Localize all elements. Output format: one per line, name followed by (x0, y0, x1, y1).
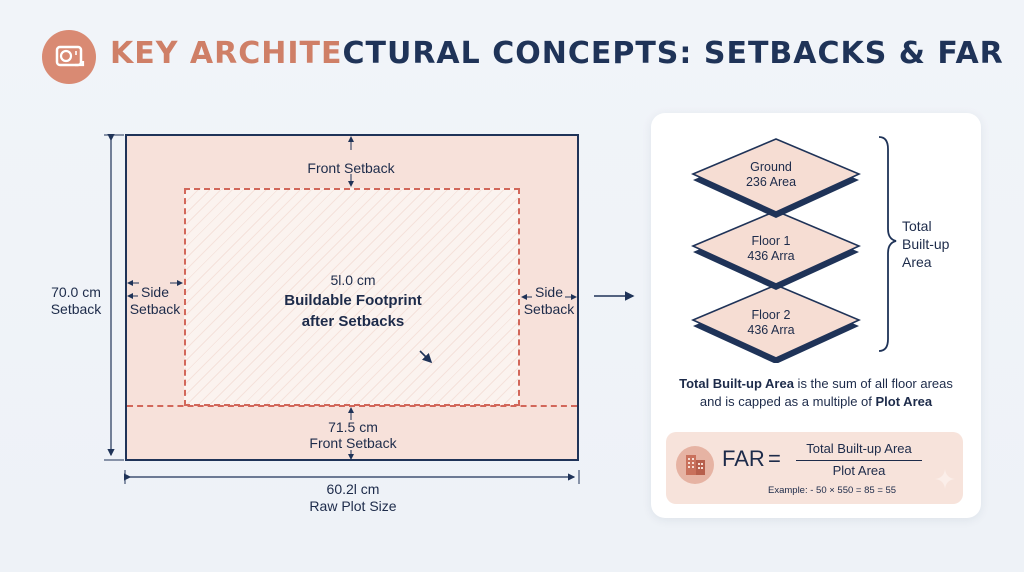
floor-1-area: 436 Arra (747, 249, 795, 263)
footprint-label-line2: after Setbacks (301, 313, 405, 330)
left-dimension-value: 70.0 cm (51, 284, 101, 300)
floor-1: Floor 1 436 Arra (747, 234, 794, 264)
floor-2-area: 436 Arra (747, 323, 795, 337)
footprint-label-line1: Buildable Footprint (284, 292, 422, 309)
plot-size-label: Raw Plot Size (309, 498, 397, 514)
side-setback-left-line1: Side (140, 284, 170, 300)
far-card: Ground 236 Area Floor 1 436 Arra Floor 2… (651, 113, 981, 518)
left-dimension-label: Setback (50, 301, 102, 317)
floor-2-name: Floor 2 (751, 308, 791, 322)
title-highlight: KEY ARCHITE (110, 36, 343, 71)
fraction-bar (796, 460, 922, 461)
measuring-tape-icon (42, 30, 96, 84)
floor-ground-name: Ground (750, 160, 792, 174)
desc-bold-1: Total Built-up Area (679, 376, 794, 391)
buildable-footprint (184, 188, 520, 406)
far-numerator: Total Built-up Area (806, 441, 912, 456)
side-setback-right-line1: Side (534, 284, 564, 300)
floor-ground-area: 236 Area (745, 175, 797, 189)
total-label-line1: Total (902, 218, 932, 234)
rear-value: 71.5 cm (328, 419, 378, 435)
far-formula-box: FAR = Total Built-up Area Plot Area Exam… (666, 432, 963, 504)
total-brace (878, 136, 897, 352)
side-setback-left-line2: Setback (129, 301, 181, 317)
far-label: FAR (722, 446, 765, 471)
rear-label: Front Setback (309, 435, 397, 451)
description: Total Built-up Area is the sum of all fl… (651, 375, 981, 411)
rear-setback-line (127, 405, 577, 407)
side-setback-right-line2: Setback (523, 301, 575, 317)
far-denominator: Plot Area (832, 463, 886, 478)
desc-text-2: and is capped as a multiple of (699, 394, 876, 409)
far-example: Example: - 50 × 550 = 85 = 55 (768, 485, 897, 496)
total-label-line3: Area (902, 254, 932, 270)
total-built-up-label: Total Built-up Area (902, 217, 949, 271)
footprint-value: 5l.0 cm (330, 272, 376, 288)
plot-size-value: 60.2l cm (326, 481, 380, 497)
desc-bold-2: Plot Area (875, 394, 933, 409)
total-label-line2: Built-up (902, 236, 950, 252)
sparkle-icon (935, 469, 955, 489)
title-rest: CTURAL CONCEPTS: SETBACKS & FAR (342, 36, 1004, 71)
front-setback-top-label: Front Setback (307, 160, 395, 176)
floor-1-name: Floor 1 (751, 234, 791, 248)
ground-slab (691, 138, 861, 213)
far-equals: = (768, 446, 781, 471)
page-title: KEY ARCHITECTURAL CONCEPTS: SETBACKS & F… (110, 36, 1004, 71)
floor-ground: Ground 236 Area (746, 160, 796, 190)
floor-1-slab (691, 210, 861, 285)
floor-2-slab (691, 284, 861, 359)
floor-stack (691, 136, 897, 363)
floor-2: Floor 2 436 Arra (747, 308, 794, 338)
building-icon (676, 446, 714, 484)
desc-text-1: is the sum of all floor areas (793, 376, 953, 391)
